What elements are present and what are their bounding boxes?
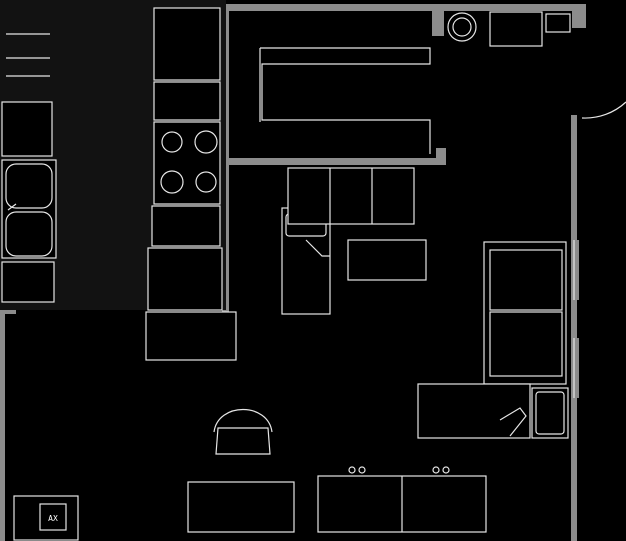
cabinet-right-4	[147, 247, 223, 311]
closet	[259, 47, 431, 154]
burner	[194, 130, 218, 154]
sink-basin-1	[5, 163, 53, 209]
washer-body	[531, 387, 569, 439]
stove-icon	[153, 121, 221, 205]
cabinet-right-3	[151, 205, 221, 247]
wall-interior-h	[222, 158, 446, 165]
kitchen-table	[145, 311, 237, 361]
wall-right	[571, 115, 577, 541]
sink-basin-2	[5, 211, 53, 257]
door-swing	[581, 101, 626, 119]
faucet-knob	[432, 466, 440, 474]
cabinet-notch	[499, 407, 527, 437]
cabinet-right-1	[153, 7, 221, 81]
washer-door	[535, 391, 565, 435]
oven-box	[39, 503, 67, 531]
desk	[347, 239, 427, 281]
cabinet-right-2	[153, 81, 221, 121]
sofa-seat	[489, 249, 563, 311]
bed-sheet-fold	[305, 239, 330, 257]
bed-frame	[281, 207, 331, 315]
wall-left-stub	[0, 308, 16, 314]
kitchen	[0, 0, 226, 311]
toilet-seat	[452, 17, 472, 37]
wall-top-right	[436, 4, 586, 11]
faucet-knob	[348, 466, 356, 474]
sofa-base	[483, 241, 567, 385]
wall-top-right-post	[572, 10, 586, 28]
bottom-table	[187, 481, 295, 533]
faucet-knob	[358, 466, 366, 474]
bed-icon	[281, 207, 331, 315]
sofa-icon	[483, 241, 567, 385]
wall-interior-post	[436, 148, 446, 165]
burner	[195, 171, 217, 193]
bath-vanity	[489, 11, 543, 47]
oven-icon: AX	[13, 495, 79, 541]
washing-machine-icon	[531, 387, 569, 439]
dresser	[287, 167, 415, 225]
faucet-icon	[348, 466, 450, 474]
oven-outline	[13, 495, 79, 541]
sink-faucet	[7, 203, 17, 211]
cabinet-left-upper	[1, 101, 53, 157]
wall-top-left	[222, 4, 444, 11]
wall-top-mid-post	[432, 10, 444, 36]
armchair-icon	[213, 409, 273, 455]
sink-counter	[1, 159, 57, 259]
faucet-knob	[442, 466, 450, 474]
toilet-bowl	[447, 12, 477, 42]
toilet-icon	[447, 12, 477, 42]
armchair-back	[213, 409, 273, 433]
burner	[161, 131, 183, 153]
sofa-seat	[489, 311, 563, 377]
cabinet-left-lower	[1, 261, 55, 303]
wall-left-lower	[0, 308, 5, 541]
closet-outline	[260, 47, 431, 154]
bath-shelf	[545, 13, 571, 33]
armchair-seat	[215, 427, 271, 455]
cabinet-lower-right	[417, 383, 531, 439]
oven-label: AX	[48, 514, 58, 523]
burner	[160, 170, 184, 194]
sink-icon	[1, 159, 57, 259]
